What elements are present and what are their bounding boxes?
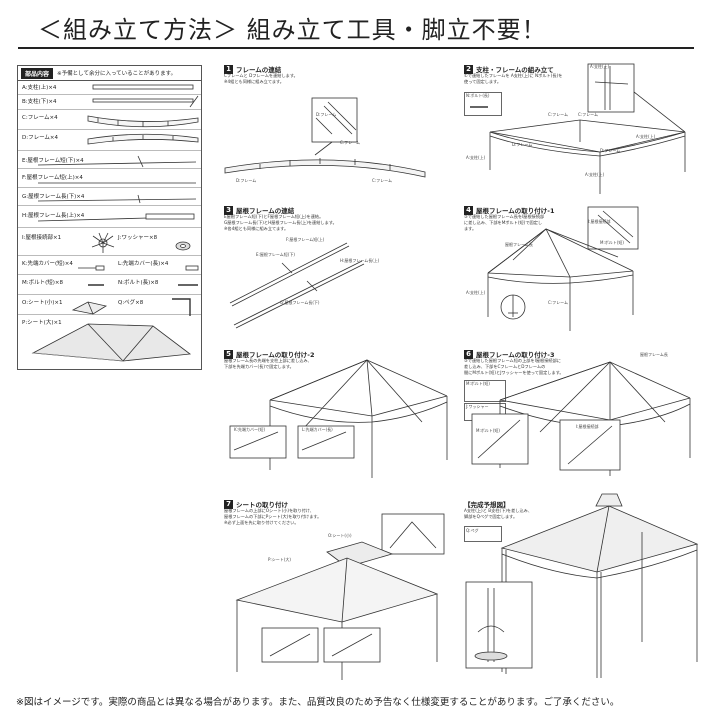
completed-desc: A支柱(上)と B支柱(下)を差し込み、 脚部をQペグで固定します。: [464, 508, 533, 519]
step3-label-e: E:屋根フレーム短(下): [256, 252, 295, 257]
step-1-desc: Cフレームと Dフレームを連結します。 ※4組とも同様に組み立てます。: [224, 73, 298, 84]
step-4-diagram: [487, 206, 639, 331]
part-q: Q:ペグ×8: [118, 300, 144, 306]
step1-label-c: C:フレーム: [340, 140, 361, 145]
step2-label-c2: C:フレーム: [578, 112, 599, 117]
step4-label-i: I:屋根接続部: [588, 219, 611, 224]
parts-drawings: [31, 84, 199, 362]
completed-diagram: [465, 493, 699, 678]
part-b: B:支柱(下)×4: [22, 99, 57, 105]
step7-label-o: O:シート(小): [328, 533, 352, 538]
step4-label-c: C:フレーム: [548, 300, 569, 305]
step-3-desc: E屋根フレーム短(下)とF屋根フレーム短(上)を連結。 G屋根フレーム長(下)と…: [224, 214, 337, 231]
step-2-desc: ①で連結したフレームを A支柱(上)に Nボルト(長)を 使って固定します。: [464, 73, 563, 84]
footer-note: ※図はイメージです。実際の商品とは異なる場合があります。また、品質改良のため予告…: [16, 697, 620, 708]
step7-label-p: P:シート(大): [268, 557, 291, 562]
part-k: K:先端カバー(短)×4: [22, 261, 73, 267]
step5-label-k: K:先端カバー(短): [234, 427, 266, 432]
part-j: J:ワッシャー×8: [118, 235, 158, 241]
step-5-desc: 屋根フレーム長の先端を支柱上部に差し込み、 下部を先端カバー(長)で固定します。: [224, 358, 312, 369]
step2-label-a3: A:支柱(上): [466, 155, 486, 160]
step6-label-mbolt: M:ボルト(短): [466, 381, 490, 386]
step3-label-h: H:屋根フレーム長(上): [340, 258, 380, 263]
step2-label-a2: A:支柱(上): [636, 134, 656, 139]
title-divider: [18, 47, 694, 49]
step1-label-d2: D:フレーム: [236, 178, 257, 183]
step-2-bolt-box: [464, 92, 502, 116]
part-l: L:先端カバー(長)×4: [118, 261, 169, 267]
step6-label-j: J:ワッシャー: [466, 404, 489, 409]
parts-tag: 部品内容: [21, 67, 54, 79]
part-c: C:フレーム×4: [22, 115, 58, 121]
parts-note: ※予備として余分に入っていることがあります。: [57, 71, 177, 77]
step2-label-d: D:フレーム: [512, 142, 533, 147]
step-5-diagram: [229, 359, 448, 478]
step6-label-i: I:屋根接続部: [576, 424, 599, 429]
completed-peg-box: [464, 526, 502, 542]
step2-label-c: C:フレーム: [548, 112, 569, 117]
part-o: O:シート(小)×1: [22, 300, 63, 306]
part-i: I:屋根接続部×1: [22, 235, 62, 241]
step-6-desc: ③で連結した屋根フレーム短の上部をI屋根接続部に 差し込み、下部をCフレームとD…: [464, 358, 564, 375]
step4-label-a: A:支柱(上): [466, 290, 486, 295]
part-d: D:フレーム×4: [22, 135, 59, 141]
step-7-desc: 屋根フレームの上部にOシート(小)を取り付け、 屋根フレームの下部にPシート(大…: [224, 508, 322, 525]
part-n: N:ボルト(長)×8: [118, 280, 159, 286]
step2-label-a4: A:支柱(上): [585, 172, 605, 177]
step-6-diagram: [471, 361, 691, 476]
part-h: H:屋根フレーム長(上)×4: [22, 213, 85, 219]
part-e: E:屋根フレーム短(下)×4: [22, 158, 84, 164]
step1-label-c2: C:フレーム: [372, 178, 393, 183]
step4-label-roof: 屋根フレーム長: [505, 242, 533, 247]
completed-label-q: Q:ペグ: [466, 528, 479, 533]
part-p: P:シート(大)×1: [22, 320, 62, 326]
part-m: M:ボルト(短)×8: [22, 280, 63, 286]
step6-label-mbolt2: M:ボルト(短): [476, 428, 500, 433]
part-a: A:支柱(上)×4: [22, 85, 57, 91]
step-3-diagram: [229, 242, 365, 329]
part-f: F:屋根フレーム短(上)×4: [22, 175, 83, 181]
step2-label-d2: D:フレーム: [600, 148, 621, 153]
step3-label-f: F:屋根フレーム短(上): [286, 237, 325, 242]
step2-label-a1: A:支柱(上): [590, 64, 610, 69]
parts-list: 部品内容 ※予備として余分に入っていることがあります。 A:支柱(上)×4 B:…: [17, 65, 202, 370]
step-4-desc: ③で連結した屋根フレーム長をI屋根接続部 に差し込み、下部をMボルト(短)で固定…: [464, 214, 545, 231]
step4-label-mbolt: M:ボルト(短): [600, 240, 624, 245]
step3-label-g: G:屋根フレーム長(下): [280, 300, 320, 305]
step-1-diagram: [224, 97, 426, 178]
page-title: ＜組み立て方法＞ 組み立て工具・脚立不要！: [38, 16, 547, 44]
parts-header: 部品内容 ※予備として余分に入っていることがあります。: [18, 66, 201, 81]
step2-label-nbolt: N:ボルト(長): [466, 93, 490, 98]
completed-title: 【完成予想図】: [464, 501, 510, 509]
step6-label-roof-long: 屋根フレーム長: [640, 352, 668, 357]
step-2-diagram: [470, 63, 686, 194]
step5-label-l: L:先端カバー(長): [302, 427, 333, 432]
part-g: G:屋根フレーム長(下)×4: [22, 194, 85, 200]
step-7-diagram: [235, 513, 445, 680]
step-6-bolt-box: [464, 380, 506, 402]
step1-label-d: D:フレーム: [316, 112, 337, 117]
